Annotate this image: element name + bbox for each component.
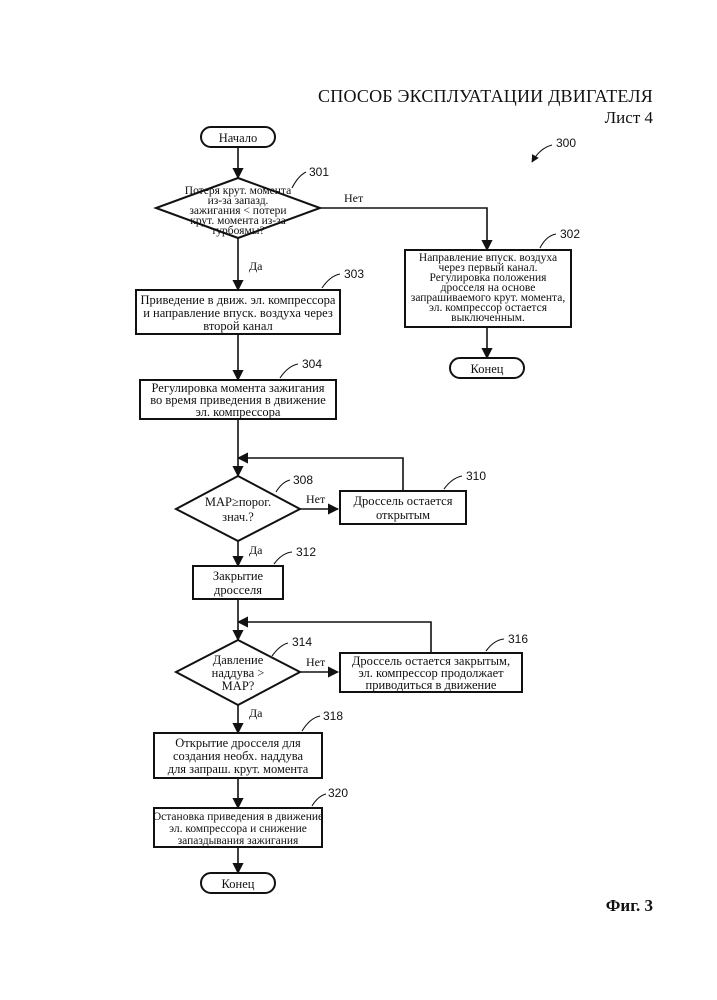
process-312-line-1: Закрытие [213,569,264,583]
process-318-line-2: создания необх. наддува [173,749,303,763]
ref-308-leader [276,480,290,492]
ref-303-leader [322,274,340,288]
process-318-line-3: для запраш. крут. момента [168,762,309,776]
ref-314: 314 [292,635,312,649]
decision-314-line-2: наддува > [212,666,265,680]
ref-320-leader [312,794,326,806]
ref-316: 316 [508,632,528,646]
ref-318: 318 [323,709,343,723]
ref-304: 304 [302,357,322,371]
ref-310: 310 [466,469,486,483]
ref-314-leader [272,643,288,656]
ref-301: 301 [309,165,329,179]
ref-318-leader [302,716,320,731]
process-303-line-3: второй канал [203,319,272,333]
end-terminal-2: Конец [201,873,275,893]
start-label: Начало [219,131,258,145]
label-yes-308: Да [249,543,263,557]
end-1-label: Конец [471,362,504,376]
process-303: Приведение в движ. эл. компрессора и нап… [136,290,340,334]
figure-ref-number: 300 [556,136,576,150]
ref-310-leader [444,476,462,489]
ref-316-leader [486,639,504,651]
process-316: Дроссель остается закрытым, эл. компресс… [340,653,522,692]
ref-308: 308 [293,473,313,487]
edge-310-loop [238,458,403,491]
decision-308-line-2: знач.? [222,510,254,524]
label-no-301: Нет [344,191,364,205]
process-304-line-3: эл. компрессора [196,405,281,419]
process-320-line-1: Остановка приведения в движение [153,811,323,823]
ref-320: 320 [328,786,348,800]
process-303-line-1: Приведение в движ. эл. компрессора [141,293,336,307]
decision-308-line-1: MAP≥порог. [205,495,271,509]
ref-302: 302 [560,227,580,241]
decision-314-line-1: Давление [213,653,264,667]
ref-302-leader [540,234,556,248]
ref-301-leader [292,172,306,188]
process-303-line-2: и направление впуск. воздуха через [143,306,333,320]
process-310-line-1: Дроссель остается [354,494,453,508]
process-302-line-7: выключенным. [451,312,525,324]
decision-314-line-3: MAP? [222,679,255,693]
ref-312: 312 [296,545,316,559]
process-318-line-1: Открытие дросселя для [175,736,301,750]
label-no-308: Нет [306,492,326,506]
end-2-label: Конец [222,877,255,891]
process-312: Закрытие дросселя [193,566,283,599]
process-316-line-3: приводиться в движение [366,678,497,692]
ref-312-leader [274,552,292,564]
label-yes-301: Да [249,259,263,273]
process-310-line-2: открытым [376,508,430,522]
figure-ref-arrow [532,145,552,162]
label-yes-314: Да [249,706,263,720]
process-310: Дроссель остается открытым [340,491,466,524]
decision-301: Потеря крут. момента из-за запазд. зажиг… [156,178,320,238]
decision-314: Давление наддува > MAP? [176,640,300,705]
process-312-line-2: дросселя [214,583,262,597]
process-302: Направление впуск. воздуха через первый … [405,250,571,327]
edge-301-302 [320,208,487,250]
process-304: Регулировка момента зажигания во время п… [140,380,336,419]
ref-304-leader [280,364,298,378]
ref-303: 303 [344,267,364,281]
decision-301-line-5: турбоямы? [211,225,264,237]
end-terminal-1: Конец [450,358,524,378]
process-320-line-2: эл. компрессора и снижение [169,823,307,835]
process-320: Остановка приведения в движение эл. комп… [153,808,323,847]
edge-316-loop [238,622,431,653]
process-320-line-3: запаздывания зажигания [178,835,299,847]
start-terminal: Начало [201,127,275,147]
label-no-314: Нет [306,655,326,669]
process-318: Открытие дросселя для создания необх. на… [154,733,322,778]
